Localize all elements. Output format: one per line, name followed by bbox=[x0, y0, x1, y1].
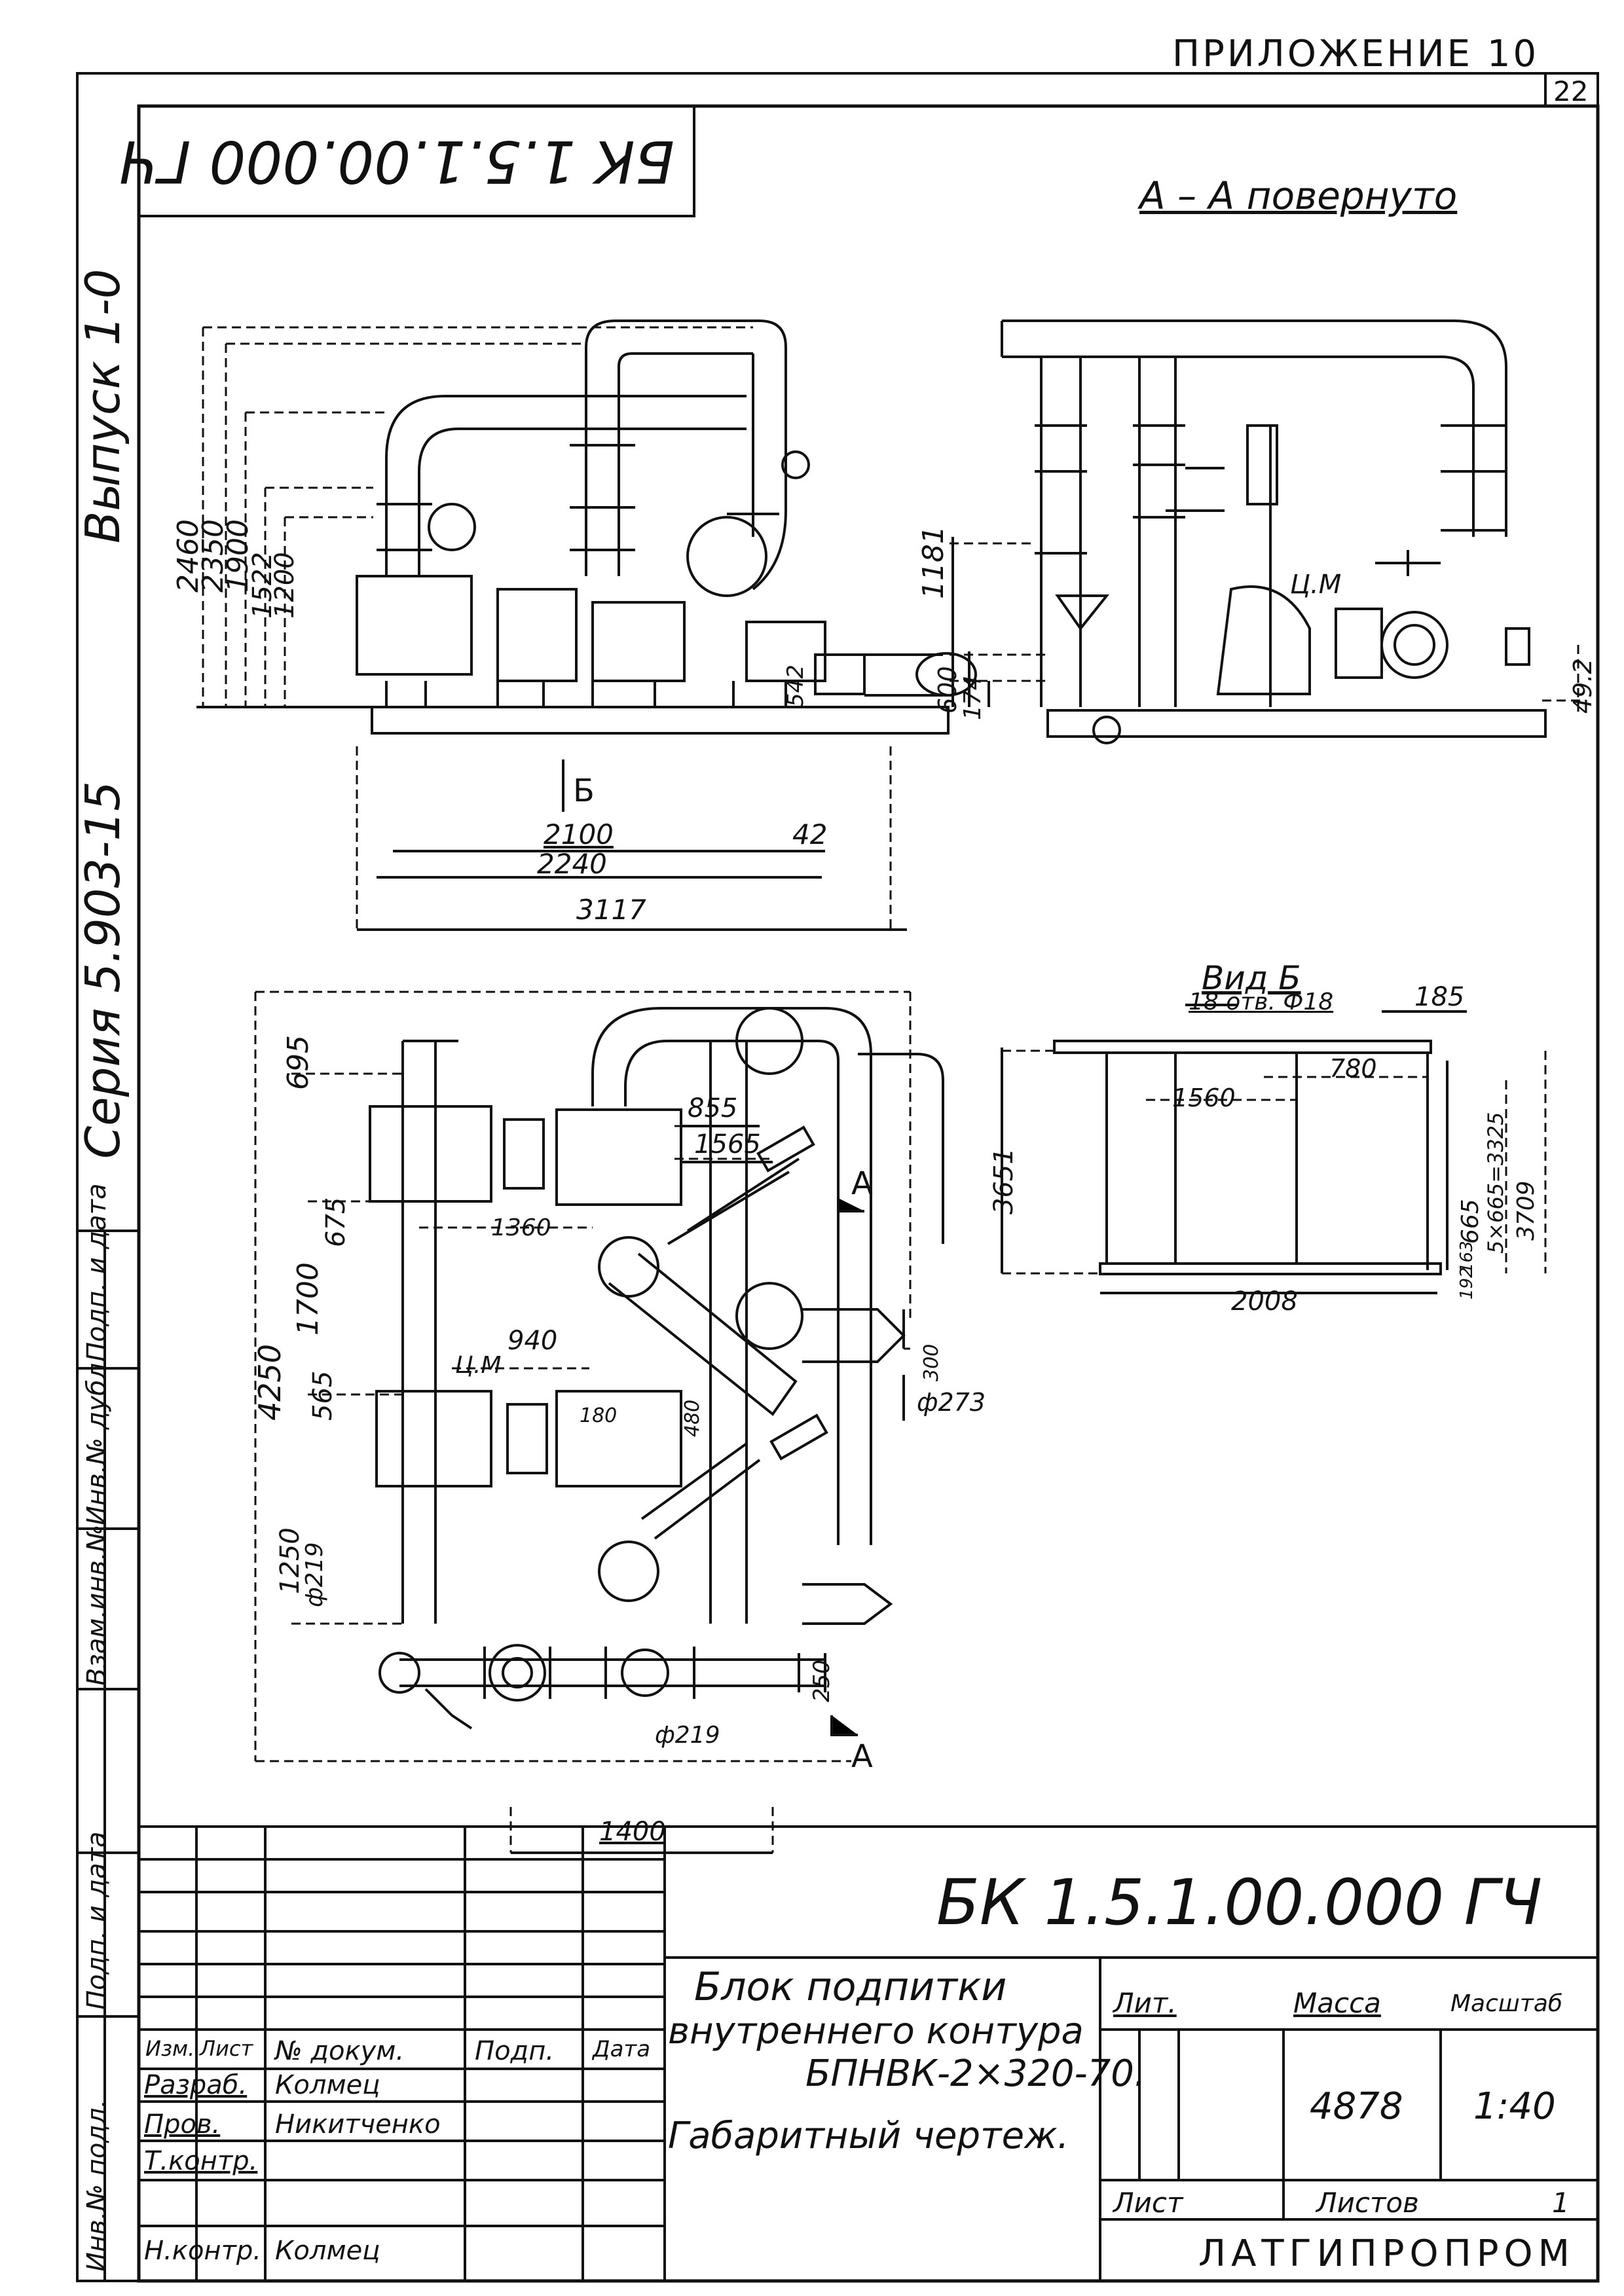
view-b-dim-5x665: 5×665=3325 bbox=[1483, 1112, 1508, 1254]
sheets-value: 1 bbox=[1552, 2187, 1570, 2219]
plan-dim-4250: 4250 bbox=[252, 1343, 287, 1421]
aa-dim-3117: 3117 bbox=[576, 894, 646, 926]
appendix-label: ПРИЛОЖЕНИЕ 10 bbox=[1172, 33, 1540, 75]
plan-dimension-solid bbox=[511, 1125, 905, 1854]
plan-label-cm: Ц.М bbox=[455, 1352, 502, 1379]
plan-dim-f219-bottom: ф219 bbox=[655, 1722, 720, 1749]
right-elevation-drawing bbox=[1001, 319, 1547, 744]
view-b-title: Вид Б bbox=[1202, 959, 1301, 997]
stamp-inv-dubl: Инв.№ дубл. bbox=[82, 1355, 112, 1525]
section-aa-dimension-lines bbox=[202, 326, 907, 931]
plan-dim-1565: 1565 bbox=[694, 1129, 761, 1159]
scale-value: 1:40 bbox=[1473, 2085, 1556, 2128]
organization: ЛАТГИПРОПРОМ bbox=[1198, 2232, 1575, 2275]
stamp-sign-date-2: Подп. и дата bbox=[82, 1831, 112, 2010]
view-b-dim-1560: 1560 bbox=[1172, 1084, 1236, 1112]
stamp-sign-date: Подп. и дата bbox=[82, 1183, 112, 1362]
scale-label: Масштаб bbox=[1450, 1990, 1563, 2017]
name-razrab: Колмец bbox=[275, 2070, 380, 2100]
col-header-podp: Подп. bbox=[475, 2036, 555, 2066]
mirrored-code-box bbox=[139, 106, 695, 217]
title-name-line-4: Габаритный чертеж. bbox=[668, 2115, 1069, 2157]
right-label-cm: Ц.М bbox=[1290, 570, 1342, 600]
sheets-label: Листов bbox=[1316, 2187, 1419, 2219]
aa-dim-1200: 1200 bbox=[270, 552, 300, 619]
col-header-data: Дата bbox=[593, 2036, 651, 2062]
col-header-izm: Изм. bbox=[145, 2036, 195, 2061]
name-nkontr: Колмец bbox=[275, 2236, 380, 2266]
aa-label-b: Б bbox=[573, 773, 595, 809]
aa-dim-2100: 2100 bbox=[544, 818, 614, 850]
aa-dim-1181: 1181 bbox=[917, 526, 950, 599]
aa-dim-49-2: 49.2 bbox=[1568, 658, 1597, 714]
title-block-code: БК 1.5.1.00.000 ГЧ bbox=[936, 1866, 1543, 1939]
section-aa-dimension-solid bbox=[196, 706, 907, 931]
lit-label: Лит. bbox=[1113, 1987, 1177, 2019]
aa-dim-42: 42 bbox=[792, 818, 828, 850]
view-b-dim-2008: 2008 bbox=[1231, 1286, 1298, 1317]
plan-dim-695: 695 bbox=[282, 1035, 315, 1090]
inner-frame bbox=[137, 104, 1600, 2283]
right-elevation-dimension-solid bbox=[951, 537, 990, 707]
view-b-dim-3709: 3709 bbox=[1513, 1180, 1540, 1241]
plan-dim-f273: ф273 bbox=[917, 1388, 986, 1417]
col-header-dokum: № докум. bbox=[275, 2036, 405, 2066]
page-number: 22 bbox=[1553, 75, 1589, 107]
margin-stamp-grid bbox=[77, 1230, 139, 2281]
title-name-line-1: Блок подпитки bbox=[694, 1964, 1007, 2010]
view-b-dimension-solid bbox=[1001, 1004, 1467, 1294]
plan-dim-250: 250 bbox=[809, 1660, 835, 1702]
plan-dim-300: 300 bbox=[920, 1343, 943, 1381]
plan-dim-f219-left: ф219 bbox=[301, 1542, 328, 1608]
view-b-dim-665: 665 bbox=[1457, 1199, 1484, 1244]
aa-dim-600: 600 bbox=[933, 666, 962, 714]
view-b-drawing bbox=[1053, 1040, 1449, 1275]
plan-dim-1700: 1700 bbox=[291, 1262, 325, 1336]
plan-dim-480: 480 bbox=[681, 1399, 704, 1437]
plan-dim-855: 855 bbox=[688, 1093, 738, 1123]
plan-dim-675: 675 bbox=[321, 1197, 351, 1247]
view-b-dim-185: 185 bbox=[1414, 982, 1465, 1012]
plan-dim-1400: 1400 bbox=[599, 1817, 666, 1847]
sheet-label: Лист bbox=[1113, 2187, 1183, 2219]
role-nkontr: Н.контр. bbox=[144, 2236, 261, 2266]
mass-value: 4878 bbox=[1310, 2085, 1403, 2128]
series-label: Серия 5.903-15 bbox=[75, 781, 130, 1159]
aa-dim-542: 542 bbox=[783, 665, 809, 707]
title-name-line-2: внутреннего контура bbox=[668, 2010, 1084, 2052]
plan-dim-180: 180 bbox=[580, 1404, 618, 1427]
title-name-line-3: БПНВК-2×320-70. bbox=[805, 2052, 1146, 2095]
section-aa-drawing bbox=[356, 319, 977, 735]
view-b-dim-780: 780 bbox=[1329, 1054, 1377, 1083]
issue-label: Выпуск 1-0 bbox=[75, 268, 130, 543]
role-razrab: Разраб. bbox=[144, 2070, 248, 2100]
section-cut-a-top: А bbox=[851, 1165, 873, 1202]
view-b-subtitle: 18 отв. Ф18 bbox=[1189, 989, 1334, 1015]
plan-dim-1360: 1360 bbox=[491, 1214, 551, 1241]
mass-label: Масса bbox=[1293, 1987, 1381, 2019]
title-block-grid bbox=[139, 1825, 1598, 2281]
aa-dim-2240: 2240 bbox=[537, 848, 607, 880]
role-prov: Пров. bbox=[144, 2109, 221, 2140]
view-b-dim-192: 192 bbox=[1457, 1267, 1477, 1300]
role-tkontr: Т.контр. bbox=[144, 2146, 258, 2176]
aa-dim-174: 174 bbox=[959, 675, 986, 720]
stamp-vzam-inv: Взам.инв.№ bbox=[82, 1524, 112, 1686]
stamp-inv-orig: Инв.№ подл. bbox=[82, 2099, 112, 2272]
page-number-box bbox=[1544, 73, 1598, 107]
name-prov: Никитченко bbox=[275, 2109, 441, 2140]
right-elevation-dimension-lines bbox=[950, 542, 1585, 714]
plan-dim-565: 565 bbox=[308, 1370, 338, 1421]
mirrored-drawing-code: БК 1.5.1.00.000 ГЧ bbox=[119, 128, 674, 195]
col-header-list: Лист bbox=[200, 2036, 253, 2061]
section-aa-title: А – А повернуто bbox=[1139, 173, 1458, 218]
section-cut-a-bottom: А bbox=[851, 1738, 873, 1775]
view-b-dim-3651: 3651 bbox=[989, 1148, 1019, 1214]
plan-dim-940: 940 bbox=[507, 1326, 558, 1356]
